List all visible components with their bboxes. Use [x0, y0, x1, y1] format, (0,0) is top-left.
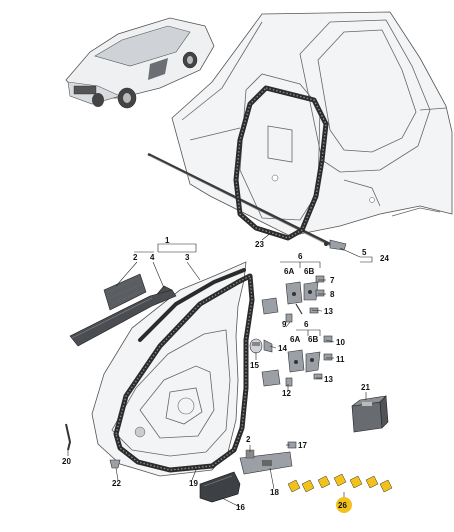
callout-22: 22 — [112, 479, 121, 488]
callout-20: 20 — [62, 457, 71, 466]
part-14 — [263, 339, 273, 353]
clip-part-15 — [249, 338, 263, 354]
touchup-box-21 — [351, 395, 389, 433]
callout-17: 17 — [298, 441, 307, 450]
callout-6B-lower: 6B — [308, 335, 318, 344]
sealing-pad — [103, 273, 147, 311]
callout-16: 16 — [236, 503, 245, 512]
hinge-bracket-lower — [261, 369, 281, 387]
handle-bracket — [239, 449, 293, 475]
clip-set-26 — [287, 473, 393, 493]
callout-7: 7 — [330, 276, 335, 285]
callout-4: 4 — [150, 253, 155, 262]
strip-20 — [65, 423, 72, 451]
callout-12: 12 — [282, 389, 291, 398]
callout-2-lower: 2 — [246, 435, 251, 444]
callout-6-lower: 6 — [304, 320, 309, 329]
callout-6A-upper: 6A — [284, 267, 294, 276]
callout-11: 11 — [336, 355, 345, 364]
callout-8: 8 — [330, 290, 335, 299]
callout-15: 15 — [250, 361, 259, 370]
upper-hinge — [285, 281, 319, 315]
callout-23: 23 — [255, 240, 264, 249]
callout-19: 19 — [189, 479, 198, 488]
hinge-bracket-upper — [261, 297, 279, 315]
vehicle-body-side — [171, 11, 453, 237]
clip-22 — [109, 459, 121, 469]
callout-13-upper: 13 — [324, 307, 333, 316]
door-opening-seal — [233, 85, 329, 241]
callout-6A-lower: 6A — [290, 335, 300, 344]
window-frame-trim — [138, 268, 246, 342]
callout-9: 9 — [282, 320, 287, 329]
door-handle — [199, 471, 241, 503]
callout-26-badge — [336, 497, 352, 513]
callout-14: 14 — [278, 344, 287, 353]
lower-hinge — [287, 349, 321, 373]
callout-3: 3 — [185, 253, 190, 262]
callout-1: 1 — [165, 236, 170, 245]
suv-icon — [65, 17, 215, 109]
callout-18: 18 — [270, 488, 279, 497]
callout-6B-upper: 6B — [304, 267, 314, 276]
leader-lines — [67, 231, 373, 508]
door-shell — [91, 261, 247, 477]
outer-trim-strip — [69, 289, 177, 347]
callout-13-lower: 13 — [324, 375, 333, 384]
door-seal — [113, 273, 255, 473]
callout-10: 10 — [336, 338, 345, 347]
callout-24: 24 — [380, 254, 389, 263]
callout-26: 26 — [338, 501, 347, 510]
callout-5: 5 — [362, 248, 367, 257]
callout-6-upper: 6 — [298, 252, 303, 261]
callout-2: 2 — [133, 253, 138, 262]
callout-21: 21 — [361, 383, 370, 392]
